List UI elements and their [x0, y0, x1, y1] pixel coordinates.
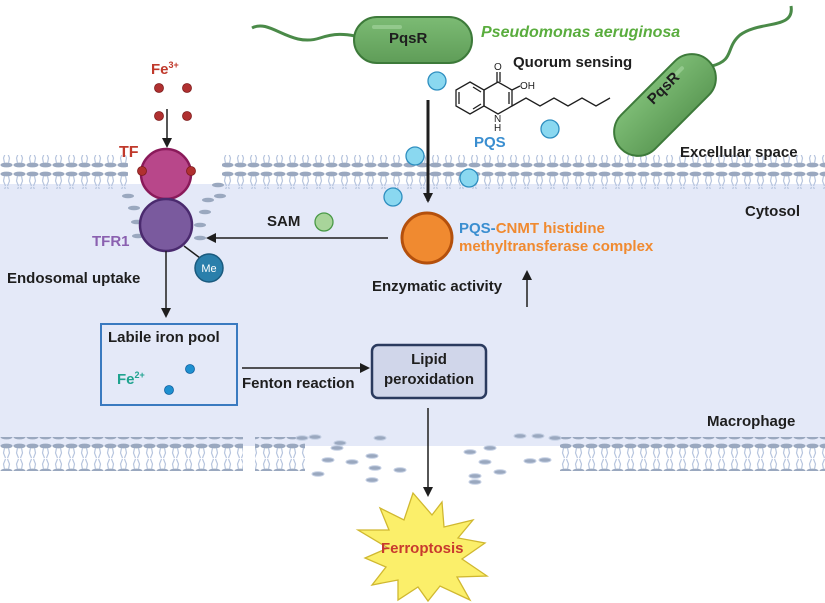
fe2-charge: 2+: [134, 370, 145, 380]
pqsr-label-1: PqsR: [389, 30, 428, 47]
flagellum-1: [251, 24, 356, 42]
pqs-structure: [455, 72, 611, 115]
pqs-molecules: [383, 71, 560, 207]
pqs-label: PQS: [474, 134, 506, 151]
fe2-symbol: Fe: [117, 371, 135, 388]
fe3-label: Fe3+: [151, 60, 179, 78]
plasma-membrane-bottom-left: [0, 437, 243, 471]
plasma-membrane-bottom-left2: [255, 437, 305, 471]
sam-label: SAM: [267, 213, 301, 230]
ferroptosis-label: Ferroptosis: [381, 540, 464, 557]
fe3-charge: 3+: [168, 60, 179, 70]
flagellum-2: [711, 5, 793, 68]
plasma-membrane-top-left: [0, 155, 128, 189]
fe3-symbol: Fe: [151, 61, 169, 78]
lipid-line2: peroxidation: [383, 371, 474, 388]
bacterium-pqsr-2: [613, 53, 717, 157]
extracellular-space-label: Excellular space: [680, 144, 798, 161]
pqs-oxygen: O: [494, 62, 502, 73]
complex-cnmt-part: CNMT histidine: [495, 220, 605, 237]
methyl-group: [194, 253, 224, 283]
sam-molecule: [314, 212, 334, 232]
endosomal-uptake-label: Endosomal uptake: [7, 270, 141, 287]
pqs-nitrogen: N: [494, 114, 501, 125]
fenton-reaction-label: Fenton reaction: [242, 375, 355, 392]
species-label: Pseudomonas aeruginosa: [481, 24, 681, 41]
plasma-membrane-bottom-right: [560, 437, 825, 471]
lipid-line1: Lipid: [411, 351, 447, 368]
ferroptosis-burst: [355, 491, 490, 603]
complex-pqs-part: PQS-: [459, 220, 496, 237]
fe3-ions: [154, 83, 192, 121]
transferrin-receptor-tfr1: [138, 197, 194, 253]
macrophage-label: Macrophage: [707, 413, 796, 430]
plasma-membrane-top-right: [222, 155, 825, 189]
cytosol-label: Cytosol: [745, 203, 801, 220]
tf-label: TF: [119, 144, 139, 161]
complex-label: PQS-CNMT histidine methyltransferase com…: [459, 220, 653, 256]
tfr1-label: TFR1: [92, 233, 130, 250]
quorum-sensing-label: Quorum sensing: [513, 54, 633, 71]
enzymatic-activity-label: Enzymatic activity: [372, 278, 503, 295]
lipid-peroxidation-box: [370, 343, 488, 400]
pqs-hydroxyl: OH: [520, 81, 535, 92]
pqs-hydrogen: H: [494, 123, 501, 134]
methyl-label: Me: [201, 263, 216, 275]
labile-iron-pool-label: Labile iron pool: [108, 329, 220, 346]
lipid-peroxidation-label: Lipid peroxidation: [372, 350, 486, 390]
membrane-disruption: [295, 433, 562, 485]
transferrin-tf: [139, 147, 193, 201]
fe2-label: Fe2+: [117, 370, 145, 388]
pqs-cnmt-complex: [400, 211, 454, 265]
complex-line2: methyltransferase complex: [459, 238, 654, 255]
